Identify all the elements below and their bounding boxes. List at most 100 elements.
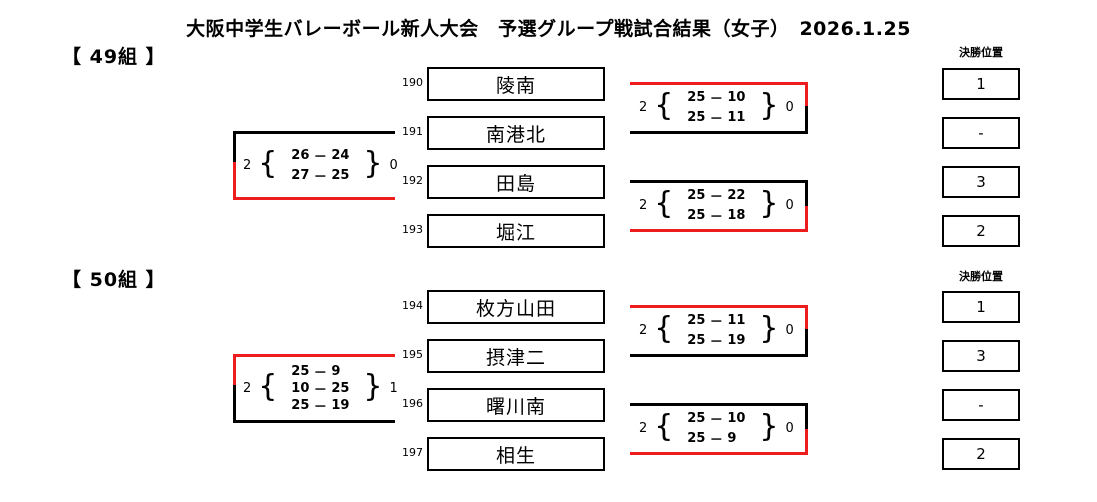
- set-dash: －: [313, 382, 327, 398]
- set-score-left: 25: [687, 410, 706, 426]
- set-score-right: 10: [727, 89, 746, 105]
- bracket-line-winner: [805, 305, 808, 331]
- match-score-block: 2 { 25 － 10 25 － 11 } 0: [634, 84, 799, 130]
- team-box[interactable]: 曙川南: [427, 388, 605, 422]
- team-number: 197: [402, 446, 423, 459]
- match-sets-won-top: 2: [639, 420, 648, 436]
- brace-close-icon: }: [759, 311, 779, 346]
- rank-box: 1: [942, 291, 1020, 323]
- bracket-line: [805, 403, 808, 431]
- bracket-line-winner: [630, 452, 808, 455]
- set-score-left: 25: [291, 363, 310, 379]
- brace-close-icon: }: [759, 409, 779, 444]
- set-row: 25 － 9: [283, 363, 357, 381]
- set-score-left: 25: [687, 109, 706, 125]
- match-sets-won-top: 2: [243, 380, 252, 396]
- bracket-line: [630, 180, 808, 183]
- team-number: 193: [402, 223, 423, 236]
- set-scores: 25 － 10 25 － 9: [675, 408, 757, 448]
- page-title: 大阪中学生バレーボール新人大会 予選グループ戦試合結果（女子） 2026.1.2…: [186, 18, 911, 40]
- bracket-line: [233, 131, 236, 164]
- set-score-left: 25: [687, 187, 706, 203]
- bracket-line: [805, 180, 808, 208]
- set-score-right: 9: [727, 430, 737, 446]
- set-row: 25 － 22: [679, 185, 753, 205]
- set-score-right: 11: [727, 109, 746, 125]
- set-dash: －: [709, 432, 723, 448]
- set-row: 10 － 25: [283, 380, 357, 398]
- match-score-block: 2 { 25 － 22 25 － 18 } 0: [634, 182, 799, 228]
- match-sets-won-bottom: 0: [389, 157, 398, 173]
- set-dash: －: [709, 209, 723, 225]
- match-sets-won-top: 2: [639, 99, 648, 115]
- set-dash: －: [313, 399, 327, 415]
- team-number: 190: [402, 76, 423, 89]
- set-score-left: 25: [687, 332, 706, 348]
- set-score-right: 25: [331, 380, 350, 396]
- match-sets-won-bottom: 0: [785, 197, 794, 213]
- set-row: 25 － 9: [679, 428, 753, 448]
- bracket-line: [805, 329, 808, 357]
- team-box[interactable]: 陵南: [427, 67, 605, 101]
- bracket-line-winner: [630, 305, 808, 308]
- bracket-line: [233, 131, 395, 134]
- set-score-left: 25: [291, 397, 310, 413]
- brace-open-icon: {: [258, 146, 278, 181]
- match-score-block: 2 { 25 － 10 25 － 9 } 0: [634, 405, 799, 451]
- set-score-left: 26: [291, 147, 310, 163]
- match-score-block: 2 { 25 － 9 10 － 25 25 － 19 } 1: [238, 357, 403, 419]
- team-box[interactable]: 堀江: [427, 214, 605, 248]
- team-number: 191: [402, 125, 423, 138]
- rank-box: 3: [942, 340, 1020, 372]
- brace-open-icon: {: [258, 369, 278, 404]
- match-sets-won-top: 2: [639, 322, 648, 338]
- match-score-block: 2 { 25 － 11 25 － 19 } 0: [634, 307, 799, 353]
- brace-open-icon: {: [654, 88, 674, 123]
- team-box[interactable]: 南港北: [427, 116, 605, 150]
- team-box[interactable]: 摂津二: [427, 339, 605, 373]
- set-row: 27 － 25: [283, 165, 357, 185]
- team-number: 195: [402, 348, 423, 361]
- bracket-line-winner: [805, 82, 808, 108]
- match-sets-won-bottom: 0: [785, 99, 794, 115]
- set-score-left: 25: [687, 207, 706, 223]
- rank-box: -: [942, 117, 1020, 149]
- match-sets-won-bottom: 0: [785, 420, 794, 436]
- brace-open-icon: {: [654, 186, 674, 221]
- bracket-line-winner: [630, 82, 808, 85]
- team-number: 192: [402, 174, 423, 187]
- set-score-left: 25: [687, 89, 706, 105]
- team-box[interactable]: 相生: [427, 437, 605, 471]
- set-dash: －: [313, 149, 327, 165]
- rank-box: 2: [942, 438, 1020, 470]
- rank-column-header-50: 決勝位置: [959, 270, 1003, 283]
- team-box[interactable]: 枚方山田: [427, 290, 605, 324]
- bracket-line-winner: [805, 429, 808, 455]
- set-row: 25 － 10: [679, 408, 753, 428]
- set-score-left: 10: [291, 380, 310, 396]
- set-dash: －: [709, 91, 723, 107]
- set-dash: －: [709, 334, 723, 350]
- brace-close-icon: }: [759, 186, 779, 221]
- set-scores: 26 － 24 27 － 25: [279, 145, 361, 185]
- brace-close-icon: }: [363, 146, 383, 181]
- bracket-line: [805, 106, 808, 134]
- set-score-right: 19: [331, 397, 350, 413]
- bracket-line-winner: [233, 354, 236, 387]
- set-score-right: 9: [331, 363, 341, 379]
- bracket-line: [630, 354, 808, 357]
- bracket-line-winner: [233, 197, 395, 200]
- set-score-right: 10: [727, 410, 746, 426]
- set-dash: －: [313, 365, 327, 381]
- set-score-right: 19: [727, 332, 746, 348]
- set-scores: 25 － 10 25 － 11: [675, 87, 757, 127]
- rank-box: 1: [942, 68, 1020, 100]
- bracket-line-winner: [233, 354, 395, 357]
- match-score-block: 2 { 26 － 24 27 － 25 } 0: [238, 134, 403, 196]
- set-row: 25 － 19: [283, 397, 357, 415]
- team-box[interactable]: 田島: [427, 165, 605, 199]
- set-score-right: 24: [331, 147, 350, 163]
- bracket-line: [630, 131, 808, 134]
- set-dash: －: [709, 314, 723, 330]
